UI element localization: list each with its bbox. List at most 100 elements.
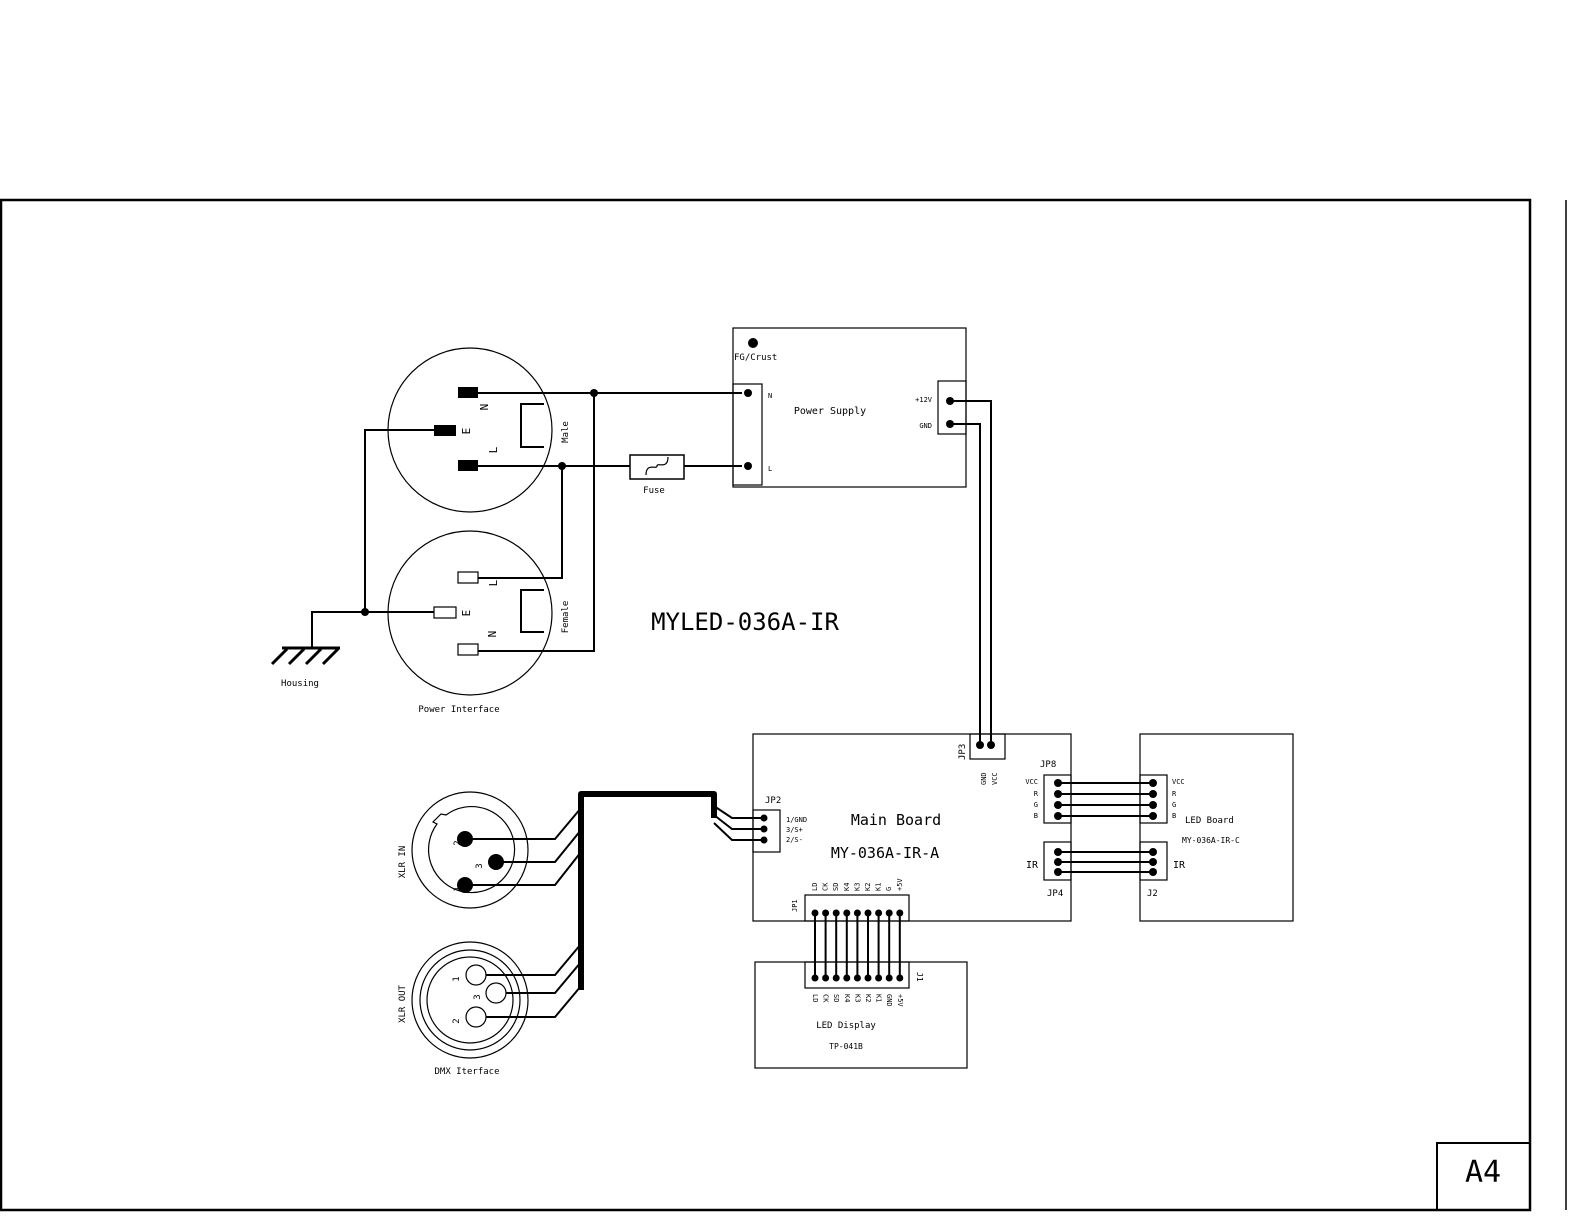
male-pin-e <box>434 425 456 436</box>
xlr-out-outer <box>411 941 529 1059</box>
j1-pin-label: +5V <box>896 994 904 1007</box>
board-links <box>1054 779 1157 876</box>
fg-label: FG/Crust <box>734 353 777 363</box>
ground-hatch-1 <box>270 647 289 666</box>
led-board-pin <box>1149 868 1157 876</box>
j1-pin <box>875 974 883 982</box>
j1-pin <box>811 974 819 982</box>
jp1-pin-label: CK <box>822 882 830 891</box>
ps-out-gnd-label: GND <box>919 422 932 430</box>
j1-pin-label: CK <box>822 994 830 1003</box>
main-board-pin <box>1054 779 1062 787</box>
power-supply-title: Power Supply <box>794 406 866 417</box>
jp8-pin-g-label: G <box>1034 801 1038 809</box>
earth-junction <box>361 608 369 616</box>
dmx-interface: 2 3 1 XLR IN 1 3 2 XLR OUT DMX Iterface <box>398 791 764 1077</box>
jp1-pin-label: K3 <box>853 883 861 891</box>
housing-wire <box>311 611 365 648</box>
xlr-in-pin-1-label: 1 <box>453 886 463 891</box>
jp3-pin-vcc <box>987 741 995 749</box>
jp8-pin-r-label: R <box>1034 790 1039 798</box>
jp1-pin <box>885 909 893 917</box>
input-terminal-block <box>732 383 763 486</box>
dmx-interface-label: DMX Iterface <box>434 1067 499 1077</box>
j1-pin <box>864 974 872 982</box>
xlr-out-pin-3 <box>485 982 507 1004</box>
j1-pin <box>843 974 851 982</box>
xlr-in-label: XLR IN <box>398 846 408 879</box>
fuse-label: Fuse <box>643 486 665 496</box>
xlr-in-wire-1 <box>465 851 582 886</box>
jp1-pin-label: K1 <box>875 883 883 891</box>
xlr-in-pin-3-label: 3 <box>475 863 485 868</box>
j1-pin <box>832 974 840 982</box>
main-board: Main Board MY-036A-IR-A JP3 GND VCC JP2 … <box>752 733 1072 922</box>
live-wire-female <box>478 466 563 579</box>
xlr-out-pin-1-label: 1 <box>452 976 462 981</box>
ps-pin-l <box>744 462 752 470</box>
female-key <box>520 589 544 633</box>
led-display-model: TP-041B <box>829 1042 863 1051</box>
j1-pin-label: GND <box>885 994 893 1007</box>
female-pin-n-label: N <box>486 631 499 638</box>
xlr-in-inner <box>427 805 516 894</box>
led-board-title: LED Board <box>1185 816 1234 826</box>
led-board: VCC R G B LED Board MY-036A-IR-C IR J2 <box>1139 733 1294 922</box>
jp1-pin-label: SD <box>832 883 840 891</box>
jp1-pin <box>864 909 872 917</box>
wire-gnd-to-gnd <box>950 423 981 745</box>
male-label: Male <box>561 421 571 443</box>
xlr-out-middle <box>419 949 521 1051</box>
led-board-pin-b-label: B <box>1172 812 1176 820</box>
j1-pin <box>885 974 893 982</box>
male-pin-n-label: N <box>478 404 491 411</box>
j1-pin-label: K1 <box>875 994 883 1002</box>
ps-pin-n-label: N <box>768 392 772 400</box>
xlr-in-pin-2-label: 2 <box>453 840 463 845</box>
led-display-box <box>754 961 968 1069</box>
xlr-out-inner <box>426 956 514 1044</box>
ps-out-12v-label: +12V <box>915 396 933 404</box>
ps-pin-l-label: L <box>768 465 772 473</box>
xlr-out-label: XLR OUT <box>398 984 408 1023</box>
xlr-in-wire-3 <box>496 829 582 863</box>
jp2-label: JP2 <box>765 796 781 806</box>
jp8-pin-vcc-label: VCC <box>1025 778 1038 786</box>
xlr-in-outer <box>411 791 529 909</box>
male-pin-e-label: E <box>460 428 473 435</box>
j1-pin <box>896 974 904 982</box>
jp1-pin <box>896 909 904 917</box>
housing-label: Housing <box>281 679 319 689</box>
diagram-title: MYLED-036A-IR <box>651 608 839 636</box>
xlr-out-wire-2 <box>486 985 582 1018</box>
xlr-out-pin-3-label: 3 <box>473 994 483 999</box>
led-board-pin <box>1149 801 1157 809</box>
fuse-symbol <box>645 456 669 476</box>
xlr-in-wire-2 <box>465 807 582 840</box>
jp1-pin-label: G <box>885 887 893 891</box>
led-board-rgb-connector <box>1139 774 1168 824</box>
main-board-title: Main Board <box>851 811 941 829</box>
male-pin-n <box>458 387 478 398</box>
led-board-pin <box>1149 858 1157 866</box>
led-board-pin-vcc-label: VCC <box>1172 778 1185 786</box>
main-board-pin <box>1054 858 1062 866</box>
neutral-wire-female <box>478 393 595 652</box>
trunk-wire-2 <box>713 822 764 841</box>
jp1-pin <box>853 909 861 917</box>
jp1-label: JP1 <box>791 899 799 912</box>
sheet-size-box <box>1436 1142 1531 1211</box>
trunk-wire-1 <box>713 805 764 819</box>
jp1-pin-label: LD <box>811 883 819 891</box>
xlr-out-pin-2 <box>465 1006 487 1028</box>
j1-label: J1 <box>915 972 924 982</box>
fg-terminal <box>748 338 758 348</box>
xlr-out-pin-1 <box>465 964 487 986</box>
earth-wire <box>364 429 434 613</box>
male-pin-l <box>458 460 478 471</box>
j2-label: J2 <box>1147 889 1158 899</box>
led-display-title: LED Display <box>816 1021 876 1031</box>
ground-hatch-4 <box>321 647 340 666</box>
